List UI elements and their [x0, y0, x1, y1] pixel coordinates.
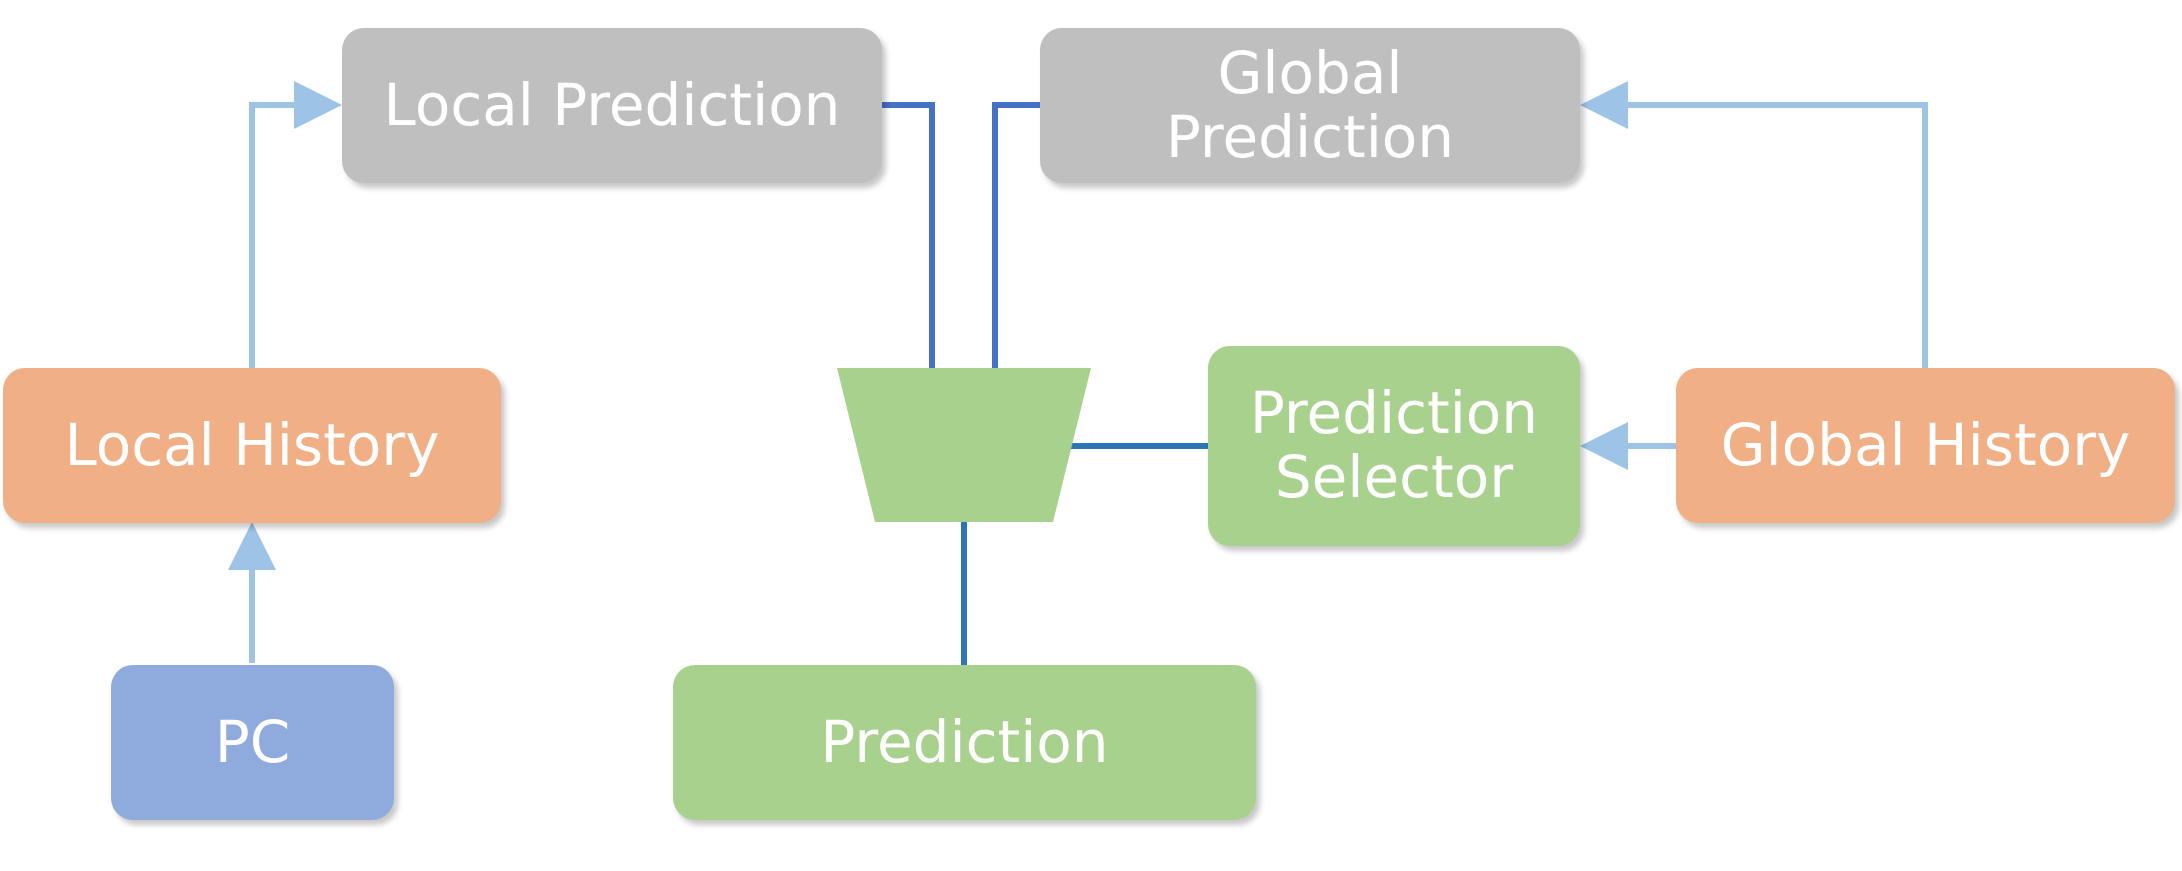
- prediction-box: Prediction: [673, 665, 1256, 820]
- prediction-selector-label-line2: Selector: [1274, 443, 1514, 511]
- global-history-box: Global History: [1676, 368, 2175, 523]
- local-history-box: Local History: [3, 368, 501, 523]
- global-prediction-box: Global Prediction: [1040, 28, 1580, 183]
- arrow-global-history-to-global-prediction: [1580, 81, 1928, 368]
- local-history-label: Local History: [64, 410, 440, 479]
- pc-label: PC: [214, 707, 291, 776]
- prediction-selector-box: Prediction Selector: [1208, 346, 1580, 546]
- prediction-label: Prediction: [820, 707, 1109, 776]
- multiplexer-shape: [837, 368, 1091, 522]
- pc-box: PC: [111, 665, 394, 820]
- global-prediction-label-line2: Prediction: [1165, 102, 1455, 171]
- line-local-prediction-to-mux: [882, 102, 935, 368]
- local-prediction-label: Local Prediction: [383, 70, 841, 139]
- line-global-prediction-to-mux: [992, 102, 1040, 368]
- local-prediction-box: Local Prediction: [342, 28, 882, 183]
- global-history-label: Global History: [1720, 410, 2131, 479]
- global-prediction-label-line1: Global: [1217, 38, 1403, 107]
- arrow-local-history-to-local-prediction: [249, 81, 342, 368]
- prediction-selector-label-line1: Prediction: [1249, 379, 1539, 448]
